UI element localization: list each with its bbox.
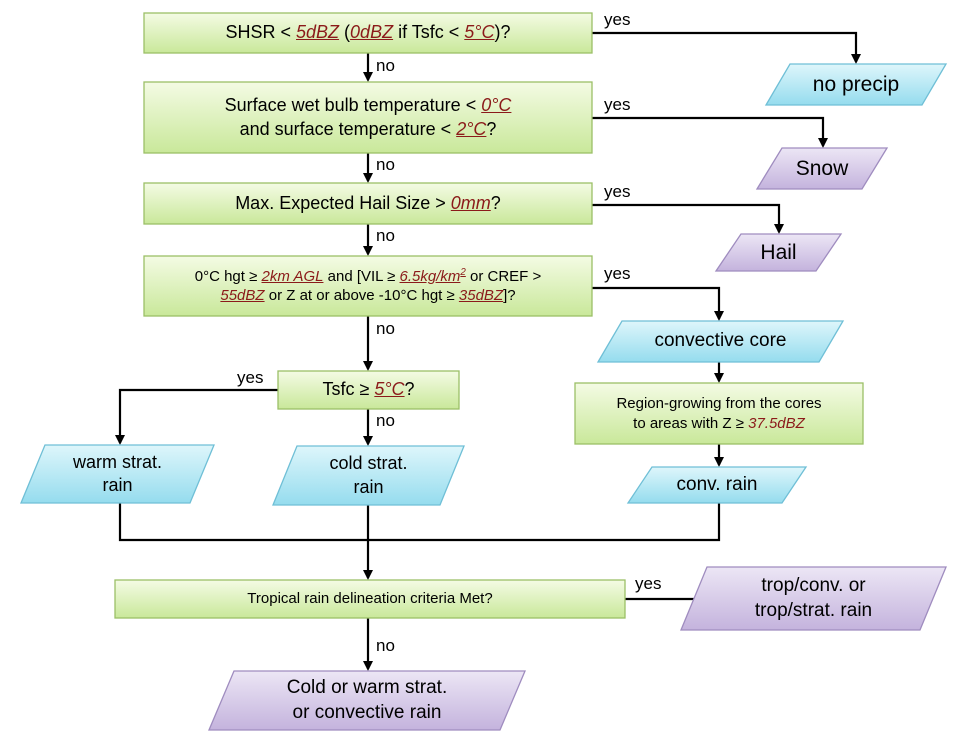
merge-warm — [118, 503, 368, 542]
output-convective-core-shape — [596, 320, 845, 363]
edge-label-yes-d1: yes — [604, 10, 631, 29]
decision-freezing-height-line1: 0°C hgt ≥ 2km AGL and [VIL ≥ 6.5kg/km2 o… — [194, 266, 542, 285]
output-convective-core-label: convective core — [654, 330, 787, 352]
decision-tropical-box — [114, 579, 626, 619]
decision-tropical: Tropical rain delineation criteria Met? — [115, 580, 625, 618]
output-cold-strat-shape — [272, 445, 465, 506]
output-warm-strat-shape — [20, 444, 215, 504]
output-trop-shape — [680, 566, 947, 631]
edge-label-yes-d4: yes — [604, 264, 631, 283]
decision-tsfc: Tsfc ≥ 5°C? — [278, 371, 459, 409]
output-final: Cold or warm strat. or convective rain — [209, 671, 525, 730]
purple-outputs — [208, 147, 947, 731]
decision-wetbulb: Surface wet bulb temperature < 0°C and s… — [144, 82, 592, 153]
connectors — [115, 31, 861, 671]
output-trop-line1: trop/conv. or — [761, 574, 866, 596]
output-hail-label: Hail — [760, 240, 797, 264]
decision-freezing-height-line2: 55dBZ or Z at or above -10°C hgt ≥ 35dBZ… — [220, 287, 516, 304]
decision-shhsr-box — [143, 12, 593, 54]
output-warm-strat-line2: rain — [102, 475, 133, 495]
decision-process-box — [574, 382, 864, 445]
decision-tsfc-box — [277, 370, 460, 410]
decision-shsr-text: SHSR < 5dBZ (0dBZ if Tsfc < 5°C)? — [225, 22, 511, 43]
decision-hail-size-box — [143, 182, 593, 225]
output-hail: Hail — [716, 234, 841, 271]
output-final-shape — [208, 670, 526, 731]
decision-wetbulb-line1: Surface wet bulb temperature < 0°C — [224, 95, 512, 116]
output-trop: trop/conv. or trop/strat. rain — [681, 567, 946, 630]
decision-hail-size: Max. Expected Hail Size > 0mm? — [144, 183, 592, 224]
decision-wetbulb-line2: and surface temperature < 2°C? — [239, 118, 497, 139]
decision-shsr: SHSR < 5dBZ (0dBZ if Tsfc < 5°C)? — [144, 13, 592, 53]
edge-label-yes-d6: yes — [635, 574, 662, 593]
output-no-precip-shape — [764, 63, 948, 106]
output-cold-strat-line1: cold strat. — [329, 453, 408, 474]
output-cold-strat-line2: rain — [353, 476, 384, 497]
edge-label-no-d4: no — [376, 319, 395, 338]
decision-tropical-text: Tropical rain delineation criteria Met? — [247, 590, 493, 608]
decision-wetbulb-box — [143, 81, 593, 154]
edge-label-yes-d3: yes — [604, 182, 631, 201]
output-no-precip-label: no precip — [812, 72, 900, 96]
output-trop-line2: trop/strat. rain — [754, 599, 873, 621]
arrow-d3-yes — [592, 203, 784, 234]
output-conv-rain-label: conv. rain — [676, 473, 758, 495]
output-cold-strat: cold strat. rain — [273, 446, 464, 505]
decision-tsfc-text: Tsfc ≥ 5°C? — [322, 379, 415, 400]
decision-shapes — [114, 12, 864, 619]
output-warm-strat: warm strat. rain — [21, 445, 214, 503]
edge-label-no-d5: no — [376, 411, 395, 430]
edge-label-no-d1: no — [376, 56, 395, 75]
arrow-d1-yes — [592, 31, 861, 64]
edge-label-no-d2: no — [376, 155, 395, 174]
output-conv-rain-shape — [626, 466, 808, 504]
output-convective-core: convective core — [598, 321, 843, 362]
merge-conv — [368, 503, 721, 542]
output-no-precip: no precip — [766, 64, 946, 105]
blue-outputs — [20, 63, 948, 506]
edge-label-no-d3: no — [376, 226, 395, 245]
decision-freezing-height-box — [143, 255, 593, 317]
process-region-line1: Region-growing from the cores — [616, 395, 822, 412]
output-snow-shape — [755, 147, 889, 190]
output-final-line1: Cold or warm strat. — [286, 676, 448, 698]
process-region-growing: Region-growing from the cores to areas w… — [575, 383, 863, 444]
edge-label-yes-d2: yes — [604, 95, 631, 114]
process-region-line2: to areas with Z ≥ 37.5dBZ — [633, 414, 805, 432]
decision-freezing-height: 0°C hgt ≥ 2km AGL and [VIL ≥ 6.5kg/km2 o… — [144, 256, 592, 316]
output-warm-strat-line1: warm strat. — [72, 451, 162, 472]
output-snow-label: Snow — [795, 156, 849, 180]
decision-hail-size-text: Max. Expected Hail Size > 0mm? — [235, 192, 501, 213]
output-conv-rain: conv. rain — [628, 467, 806, 503]
edge-label-yes-d5: yes — [237, 368, 264, 387]
arrow-d2-yes — [592, 116, 828, 148]
edge-label-no-d6: no — [376, 636, 395, 655]
arrow-d4-yes — [592, 286, 724, 321]
output-final-line2: or convective rain — [292, 701, 442, 723]
output-snow: Snow — [757, 148, 887, 189]
output-hail-shape — [714, 233, 843, 272]
arrow-d5-yes — [115, 388, 278, 445]
